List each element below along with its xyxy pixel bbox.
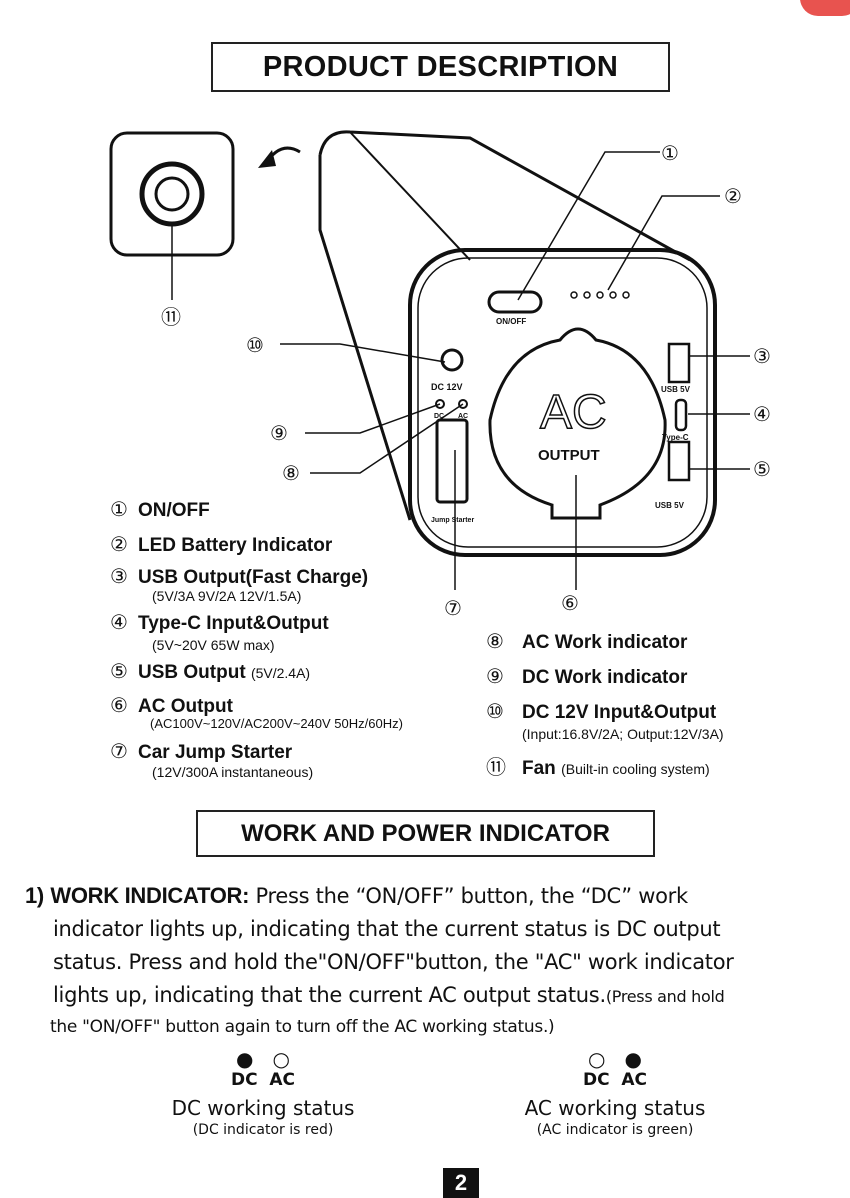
feature-detail: (5V~20V 65W max)	[152, 637, 275, 653]
feature-detail: (5V/3A 9V/2A 12V/1.5A)	[152, 588, 302, 604]
device-label-ac-big: AC	[540, 386, 607, 439]
callout-5: ⑤	[753, 459, 771, 481]
callout-10: ⑩	[246, 335, 264, 357]
callout-4: ④	[753, 404, 771, 426]
device-on-off-button	[487, 290, 543, 314]
paragraph-line: lights up, indicating that the current A…	[53, 983, 725, 1007]
device-label-dc: DC	[434, 413, 444, 420]
feature-detail: (Input:16.8V/2A; Output:12V/3A)	[522, 726, 724, 742]
indicator-ac-status: ○ ● DC AC AC working status (AC indicato…	[524, 1047, 706, 1138]
ac-socket-cover	[488, 327, 667, 520]
callout-2: ②	[724, 186, 742, 208]
section-title-product-description: PRODUCT DESCRIPTION	[211, 42, 670, 92]
indicator-dc-status: ● ○ DC AC DC working status (DC indicato…	[171, 1047, 355, 1138]
dc-dot-filled-icon: ●	[236, 1047, 254, 1071]
dc-dot-empty-icon: ○	[588, 1047, 606, 1071]
device-label-dc12v: DC 12V	[431, 382, 463, 392]
feature-detail: (12V/300A instantaneous)	[152, 764, 314, 780]
title-text: WORK AND POWER INDICATOR	[241, 819, 610, 847]
device-label-output: OUTPUT	[538, 447, 600, 464]
corner-button[interactable]	[800, 0, 850, 16]
paragraph-line: the "ON/OFF" button again to turn off th…	[50, 1017, 555, 1037]
paragraph-line: indicator lights up, indicating that the…	[53, 917, 721, 941]
callout-8: ⑧	[282, 463, 300, 485]
callout-3: ③	[753, 346, 771, 368]
page-number: 2	[443, 1168, 479, 1198]
device-label-on-off: ON/OFF	[496, 317, 526, 326]
ac-dot-empty-icon: ○	[272, 1047, 290, 1071]
paragraph-line: 1) WORK INDICATOR: Press the “ON/OFF” bu…	[25, 883, 688, 908]
device-label-jump-starter: Jump Starter	[431, 517, 474, 524]
callout-7: ⑦	[444, 598, 462, 620]
device-label-usb-bottom: USB 5V	[655, 501, 685, 510]
feature-detail: (AC100V~120V/AC200V~240V 50Hz/60Hz)	[150, 716, 403, 731]
paragraph-line: status. Press and hold the"ON/OFF"button…	[53, 950, 734, 974]
section-title-work-indicator: WORK AND POWER INDICATOR	[196, 810, 655, 857]
device-label-typec: Type-C	[662, 433, 689, 442]
callout-11: ⑪	[161, 306, 181, 329]
title-text: PRODUCT DESCRIPTION	[262, 50, 619, 83]
device-label-ac: AC	[458, 413, 468, 420]
product-diagram: ON/OFF DC 12V DC AC AC OUTPUT USB 5V Typ…	[109, 130, 771, 620]
device-label-usb-top: USB 5V	[661, 385, 691, 394]
ac-dot-filled-icon: ●	[624, 1047, 642, 1071]
callout-6: ⑥	[561, 593, 579, 615]
callout-9: ⑨	[270, 423, 288, 445]
callout-1: ①	[661, 143, 679, 165]
device-front-face	[408, 248, 717, 557]
